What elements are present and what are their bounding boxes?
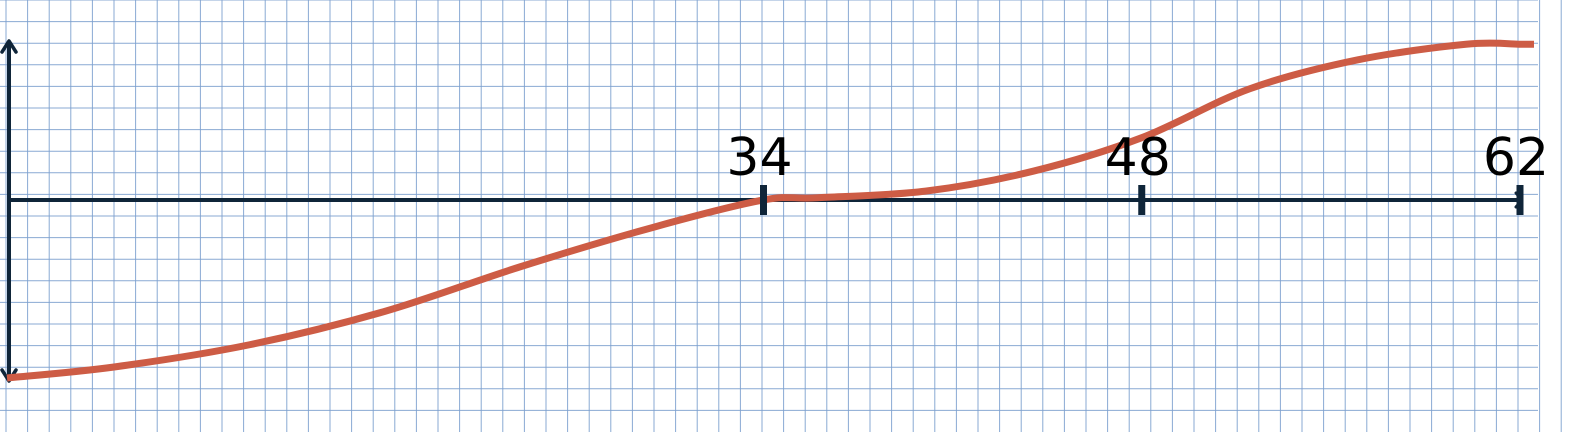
y-axis-top-arrow-icon [0, 39, 18, 54]
x-ticks: 34 48 62 [726, 128, 1549, 215]
series-layer [6, 39, 1534, 382]
x-tick-label: 48 [1105, 128, 1171, 188]
series-line-0 [6, 39, 1534, 382]
x-tick-label: 34 [726, 128, 792, 188]
x-tick-label: 62 [1483, 128, 1549, 188]
